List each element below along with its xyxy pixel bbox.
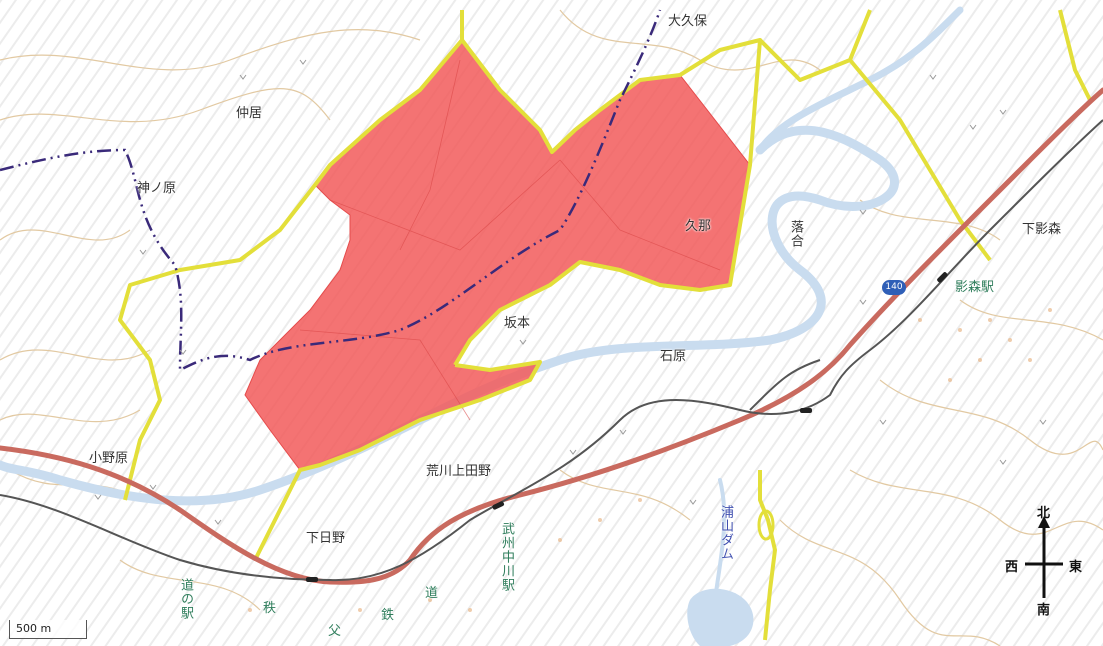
- railway-label-char: 鉄: [381, 608, 395, 623]
- urayama-dam-lake: [687, 588, 754, 646]
- settlement-dots: [248, 308, 1052, 612]
- place-label-kuna: 久那: [685, 219, 712, 234]
- place-label-okubo: 大久保: [668, 14, 708, 29]
- place-label-bushu-nakagawa-station: 武州中川駅: [499, 522, 514, 592]
- place-label-nakai: 仲居: [236, 106, 263, 121]
- vegetation-symbols: [94, 59, 1047, 525]
- compass-west: 西: [1005, 560, 1019, 575]
- place-label-urayama-dam: 浦山ダム: [718, 505, 733, 561]
- national-road-140: [0, 87, 1103, 585]
- place-label-shimokagemori: 下影森: [1022, 222, 1062, 237]
- highlight-internal-lines: [299, 59, 721, 421]
- place-label-ishihara: 石原: [660, 349, 687, 364]
- admin-boundary: [118, 9, 1092, 641]
- compass-east: 東: [1069, 560, 1083, 575]
- station-markers: [306, 272, 948, 582]
- compass-south: 南: [1037, 603, 1051, 618]
- railway-label-char: 秩: [263, 601, 277, 616]
- place-label-onohara: 小野原: [89, 451, 129, 466]
- compass-arrow-icon: [1025, 516, 1063, 598]
- place-label-kagemori-station: 影森駅: [955, 280, 995, 295]
- scale-bar: 500 m: [9, 620, 87, 639]
- railway-label-char: 父: [328, 624, 342, 639]
- compass-north: 北: [1037, 506, 1051, 521]
- place-label-ochiai: 落合: [788, 220, 803, 248]
- route-shield-140: 140: [882, 280, 906, 295]
- compass-rose: 北 西 東 南: [1003, 502, 1093, 618]
- rivers: [0, 6, 964, 602]
- railway-label-char: 道: [425, 586, 439, 601]
- place-label-shimohino: 下日野: [306, 531, 346, 546]
- place-label-michi-no-eki: 道の駅: [178, 578, 193, 620]
- boundary-loop: [757, 509, 775, 541]
- place-label-sakamoto: 坂本: [504, 316, 531, 331]
- trail-path: [0, 9, 662, 373]
- place-label-kaminohara: 神ノ原: [137, 181, 177, 196]
- place-label-arakawa-kamitano: 荒川上田野: [426, 464, 492, 479]
- scale-label: 500 m: [16, 622, 52, 635]
